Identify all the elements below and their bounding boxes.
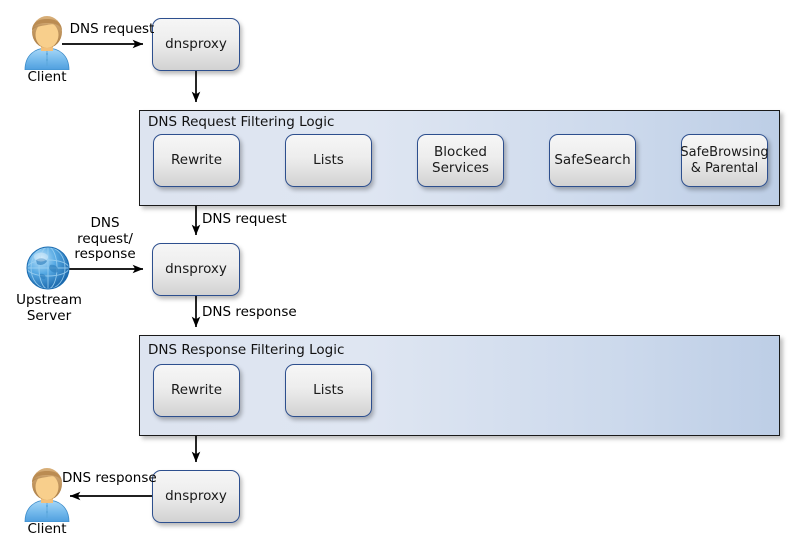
edge-label-upstream-exchange: DNS request/ response (74, 215, 136, 262)
client-top-avatar (22, 14, 72, 71)
client-top-caption: Client (27, 69, 67, 85)
edge-label-proxy-to-client: DNS response (62, 470, 157, 486)
dnsproxy-bottom-label: dnsproxy (165, 487, 227, 504)
stage-lists-response[interactable]: Lists (285, 364, 372, 417)
dns-response-filtering-panel-title: DNS Response Filtering Logic (148, 342, 345, 358)
upstream-server-caption: Upstream Server (16, 292, 82, 324)
stage-safesearch-label: SafeSearch (554, 151, 631, 168)
dns-request-filtering-panel-title: DNS Request Filtering Logic (148, 114, 335, 130)
stage-lists-request[interactable]: Lists (285, 134, 372, 187)
edge-label-proxy-to-request-filter: DNS request (202, 211, 287, 227)
dnsproxy-middle[interactable]: dnsproxy (152, 243, 240, 296)
stage-safebrowsing-parental[interactable]: SafeBrowsing & Parental (680, 134, 769, 187)
stage-safesearch[interactable]: SafeSearch (549, 134, 636, 187)
stage-lists-response-label: Lists (313, 381, 344, 398)
stage-rewrite-response[interactable]: Rewrite (153, 364, 240, 417)
dnsproxy-bottom[interactable]: dnsproxy (152, 470, 240, 523)
upstream-server-globe (23, 243, 73, 293)
dnsproxy-top-label: dnsproxy (165, 35, 227, 52)
stage-rewrite-request[interactable]: Rewrite (153, 134, 240, 187)
stage-rewrite-response-label: Rewrite (170, 381, 223, 398)
dns-response-filtering-panel (139, 335, 780, 436)
edge-label-client-to-proxy: DNS request (69, 21, 155, 37)
stage-safebrowsing-parental-label: SafeBrowsing & Parental (680, 145, 769, 176)
edge-label-proxy-to-response-filter: DNS response (202, 304, 297, 320)
stage-blocked-services[interactable]: Blocked Services (417, 134, 504, 187)
dnsproxy-top[interactable]: dnsproxy (152, 18, 240, 71)
stage-lists-request-label: Lists (313, 151, 344, 168)
stage-blocked-services-label: Blocked Services (432, 144, 489, 176)
client-bottom-avatar (22, 466, 72, 523)
client-bottom-caption: Client (27, 521, 67, 537)
dnsproxy-middle-label: dnsproxy (165, 260, 227, 277)
stage-rewrite-request-label: Rewrite (170, 151, 223, 168)
